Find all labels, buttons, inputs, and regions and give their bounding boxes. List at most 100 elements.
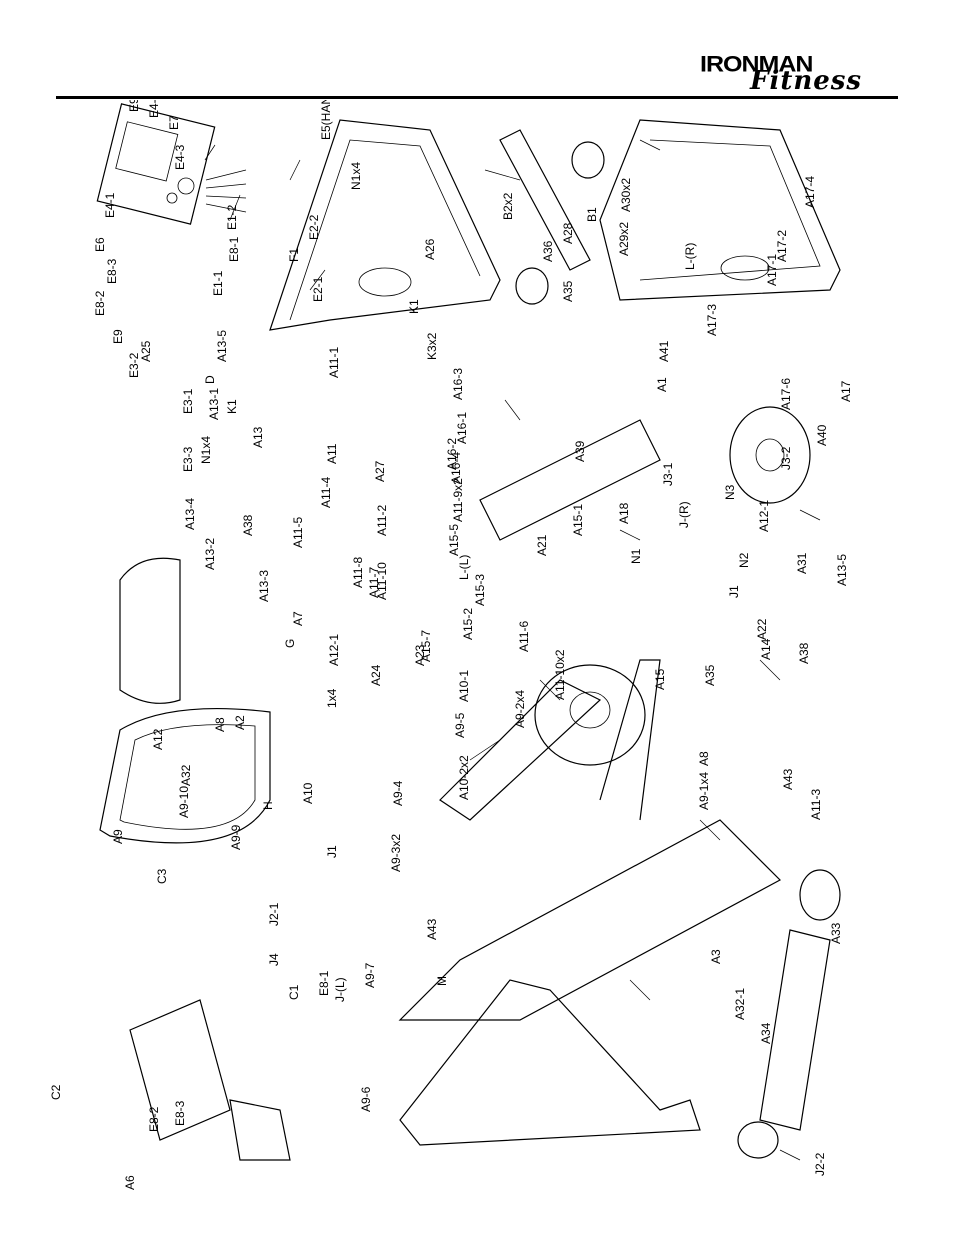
callout-label: A9 [111,829,125,844]
callout-label: A27 [373,460,387,482]
callout-label: J1 [325,845,339,858]
callout-label: A22 [755,618,769,640]
callout-label: A7 [291,611,305,626]
callout-label: A28 [561,222,575,244]
callout-label: C1 [287,984,301,1000]
rear-stabilizer-drawing [737,869,841,1159]
callout-label: E4-2 [147,100,161,118]
callout-label: K1 [225,399,239,414]
backrest-drawing [99,707,271,844]
callout-label: A9-1x4 [697,772,711,810]
callout-label: A40 [815,424,829,446]
callout-label: A9-10 [177,786,191,818]
callout-label: N1 [629,548,643,564]
callout-label: N1x4 [199,436,213,464]
callout-label: A32 [179,764,193,786]
callout-label: A13-4 [183,498,197,530]
callout-label: N2 [737,552,751,568]
callout-label: A11-10 [375,562,389,600]
callout-label: A26 [423,238,437,260]
callout-label: A43 [781,768,795,790]
callout-label: A16-3 [451,368,465,400]
seat-drawing [119,557,181,704]
callout-label: J-(L) [333,977,347,1002]
callout-label: A16-4 [449,452,463,484]
callout-label: A17-3 [705,304,719,336]
callout-label: A35 [703,664,717,686]
callout-label: A41 [657,340,671,362]
callout-label: A10-1 [457,670,471,702]
callout-label: C2 [49,1084,63,1100]
callout-label: A38 [797,642,811,664]
callout-label: A36 [541,240,555,262]
callout-label: D [203,375,217,384]
main-frame-drawing [398,419,781,1021]
callout-label: J2-2 [813,1152,827,1176]
callout-label: E8-2 [93,290,107,316]
front-shroud-drawing [269,119,501,331]
callout-label: J3-1 [661,462,675,486]
callout-label: J2-1 [267,902,281,926]
callout-label: A11-10x2 [553,649,567,700]
callout-label: E8-1 [227,236,241,262]
callout-label: A10 [301,782,315,804]
callout-label: A9-4 [391,780,405,806]
callout-label: A6 [123,1175,137,1190]
callout-label: A11-3 [809,789,823,820]
callout-label: A10-2x2 [457,755,471,800]
callout-label: A24 [369,664,383,686]
pulley-drawing [729,406,811,504]
callout-label: E1-2 [225,204,239,230]
callout-label: C3 [155,868,169,884]
callout-label: A13-3 [257,570,271,602]
callout-label: A11 [325,443,339,464]
callout-label: J3-2 [779,446,793,470]
rear-shroud-drawing [599,119,841,301]
callout-label: A29x2 [617,222,631,256]
callout-label: E3-2 [127,352,141,378]
callout-label: E8-3 [105,258,119,284]
callout-label: E6 [93,237,107,252]
callout-label: A8 [213,717,227,732]
callout-label: A12-1 [327,634,341,666]
callout-label: K1 [407,299,421,314]
callout-label: A33 [829,922,843,944]
callout-label: A15 [653,668,667,690]
callout-label: L-(R) [683,243,697,270]
callout-label: A15-1 [571,504,585,536]
callout-label: E7 [167,115,181,130]
callout-label: E9 [127,100,141,112]
callout-label: A15-5 [447,524,461,556]
callout-label: A11-4 [319,477,333,508]
callout-label: A9-9 [229,824,243,850]
callout-label: A13-5 [835,554,849,586]
callout-label: A9-2x4 [513,690,527,728]
callout-label: E1-1 [211,270,225,296]
callout-label: M [435,976,449,986]
callout-label: A25 [139,340,153,362]
callout-label: H [261,801,275,810]
callout-label: A13 [251,426,265,448]
callout-label: N3 [723,484,737,500]
callout-label: A18 [617,502,631,524]
callout-label: A11-5 [291,517,305,548]
callout-label: E8-3 [173,1100,187,1126]
callout-label: A16-2 [445,438,459,470]
callout-label: A12-1 [757,500,771,532]
callout-label: A17-1 [765,254,779,286]
logo-wordmark-bottom: Fitness [750,66,863,96]
callout-label: A9-5 [453,712,467,738]
callout-label: J-(R) [677,501,691,528]
callout-label: E4-1 [103,192,117,218]
callout-label: E5(HAND PULSE) [319,100,333,140]
callout-label: J1 [727,585,741,598]
callout-label: A11-1 [327,347,341,378]
callout-label: A34 [759,1022,773,1044]
callout-label: A35 [561,280,575,302]
callout-label: A13-5 [215,330,229,362]
base-frame-drawing [399,979,701,1146]
logo-wordmark-top: IRONMAN [700,51,813,77]
callout-label: A15-3 [473,574,487,606]
